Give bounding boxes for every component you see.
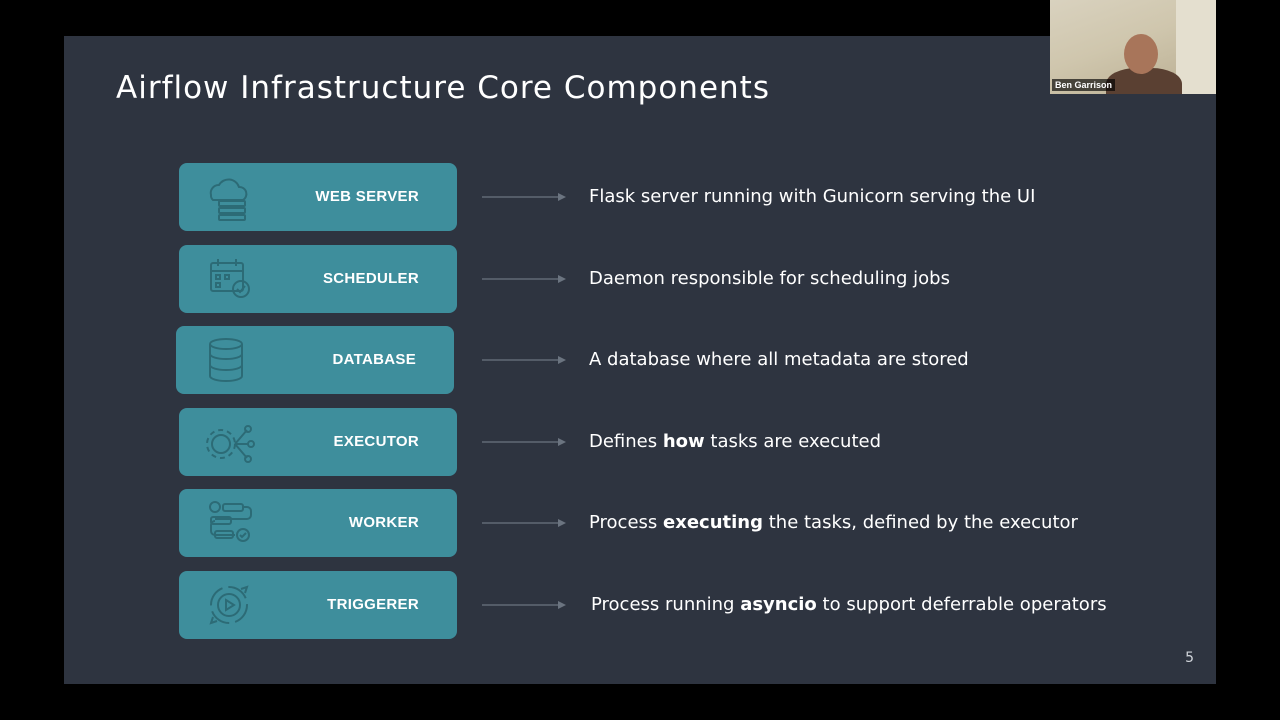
component-row-triggerer: TRIGGERER Process running asyncio to sup… xyxy=(64,571,1216,639)
emphasis-text: asyncio xyxy=(740,594,817,615)
component-row-scheduler: SCHEDULER Daemon responsible for schedul… xyxy=(64,245,1216,313)
component-row-web-server: WEB SERVER Flask server running with Gun… xyxy=(64,163,1216,231)
component-description-executor: Defines how tasks are executed xyxy=(589,408,881,476)
gear-network-icon xyxy=(206,425,255,463)
component-box-database: DATABASE xyxy=(176,326,454,394)
participant-video-tile[interactable]: Ben Garrison xyxy=(1050,0,1216,94)
description-text: to support deferrable operators xyxy=(816,594,1107,615)
slide-title: Airflow Infrastructure Core Components xyxy=(116,70,770,106)
component-box-worker: WORKER xyxy=(179,489,457,557)
description-text: A database where all metadata are stored xyxy=(589,349,969,370)
emphasis-text: executing xyxy=(663,512,763,533)
database-icon xyxy=(209,338,243,382)
component-label: DATABASE xyxy=(332,351,416,368)
description-text: Process running xyxy=(591,594,741,615)
slide: Airflow Infrastructure Core Components W… xyxy=(64,36,1216,684)
cloud-server-icon xyxy=(209,178,248,221)
component-row-database: DATABASE A database where all metadata a… xyxy=(64,326,1216,394)
component-description-scheduler: Daemon responsible for scheduling jobs xyxy=(589,245,950,313)
participant-head xyxy=(1124,34,1158,74)
page-number: 5 xyxy=(1185,650,1194,666)
arrow-icon xyxy=(482,193,566,201)
component-row-worker: WORKER Process executing the tasks, defi… xyxy=(64,489,1216,557)
workflow-icon xyxy=(209,501,252,542)
component-row-executor: EXECUTOR Defines how tasks are executed xyxy=(64,408,1216,476)
arrow-icon xyxy=(482,356,566,364)
component-label: EXECUTOR xyxy=(333,433,419,450)
component-description-worker: Process executing the tasks, defined by … xyxy=(589,489,1078,557)
arrow-icon xyxy=(482,438,566,446)
description-text: the tasks, defined by the executor xyxy=(763,512,1078,533)
component-label: WEB SERVER xyxy=(315,188,419,205)
arrow-icon xyxy=(482,601,566,609)
component-label: WORKER xyxy=(348,514,419,531)
component-box-scheduler: SCHEDULER xyxy=(179,245,457,313)
video-background xyxy=(1176,0,1216,94)
arrow-icon xyxy=(482,519,566,527)
component-box-triggerer: TRIGGERER xyxy=(179,571,457,639)
description-text: Defines xyxy=(589,431,663,452)
component-box-executor: EXECUTOR xyxy=(179,408,457,476)
description-text: tasks are executed xyxy=(704,431,882,452)
component-description-triggerer: Process running asyncio to support defer… xyxy=(591,571,1107,639)
circular-arrows-icon xyxy=(209,585,249,625)
description-text: Flask server running with Gunicorn servi… xyxy=(589,186,1036,207)
description-text: Process xyxy=(589,512,664,533)
emphasis-text: how xyxy=(662,431,705,452)
component-label: TRIGGERER xyxy=(327,596,419,613)
component-description-database: A database where all metadata are stored xyxy=(589,326,969,394)
component-box-web-server: WEB SERVER xyxy=(179,163,457,231)
component-label: SCHEDULER xyxy=(322,270,419,287)
participant-name: Ben Garrison xyxy=(1052,79,1116,91)
arrow-icon xyxy=(482,275,566,283)
component-description-web-server: Flask server running with Gunicorn servi… xyxy=(589,163,1035,231)
description-text: Daemon responsible for scheduling jobs xyxy=(589,268,950,289)
calendar-check-icon xyxy=(210,259,250,298)
